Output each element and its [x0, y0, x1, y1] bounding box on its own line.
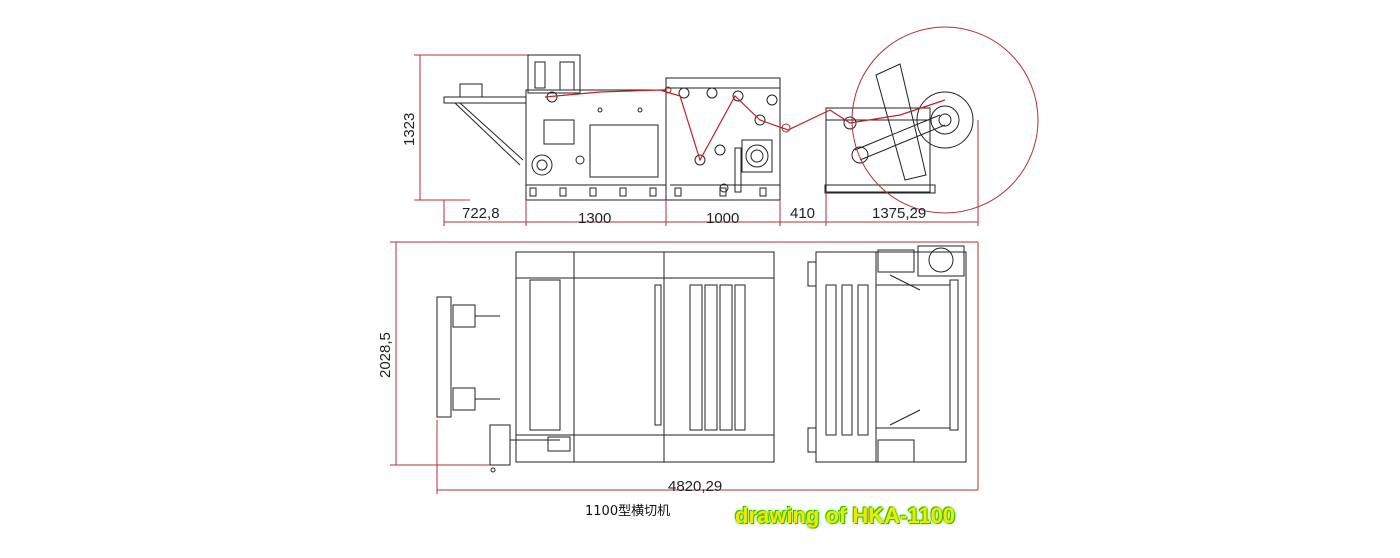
width-label: 2028,5 [377, 332, 394, 378]
length-label-gap: 410 [790, 205, 815, 222]
feed-table-top [436, 296, 560, 473]
side-view [414, 26, 1039, 226]
web-path [544, 89, 946, 162]
height-label: 1323 [401, 113, 418, 146]
total-length-dimension-line [436, 420, 978, 494]
height-dimension-line [414, 54, 540, 201]
drive-section [665, 77, 781, 201]
unwind-stand [824, 63, 974, 194]
unwinder-top [807, 245, 967, 463]
main-frame-top [515, 251, 775, 463]
length-label-unwind: 1375,29 [872, 205, 926, 222]
top-view [390, 241, 979, 494]
length-label-cutter: 1300 [578, 210, 611, 227]
model-caption: 1100型横切机 [585, 504, 671, 519]
total-length-label: 4820,29 [668, 478, 722, 495]
feed-table [443, 83, 527, 166]
width-dimension-line [390, 241, 979, 490]
cutter-section [525, 54, 667, 201]
drawing-title-caption: drawing of HKA-1100 [735, 503, 956, 528]
length-label-drive: 1000 [706, 210, 739, 227]
material-roll [851, 26, 1039, 214]
length-dimension-line [443, 120, 979, 226]
length-label-feed: 722,8 [462, 205, 500, 222]
